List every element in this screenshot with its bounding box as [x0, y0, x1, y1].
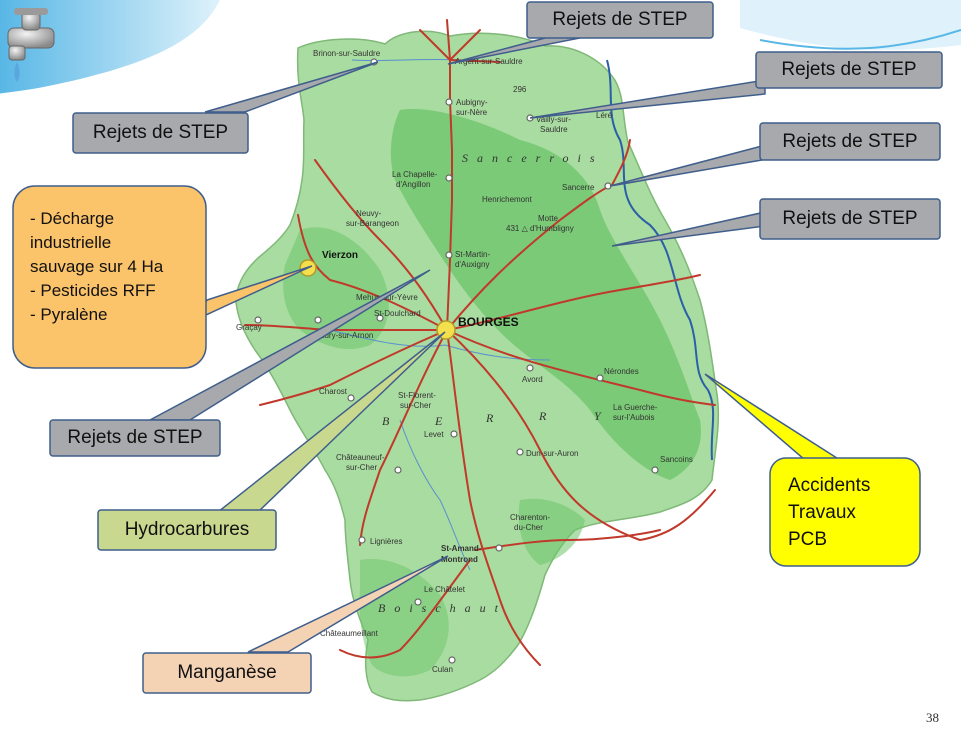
label-st-martin-2: d'Auxigny: [455, 260, 489, 269]
callout-boxes: [12, 1, 943, 694]
region-berry-r2: R: [538, 409, 555, 423]
label-neuvy-2: sur-Barangeon: [346, 219, 399, 228]
label-st-florent: St-Florent-: [398, 391, 436, 400]
vierzon-note-line: - Pesticides RFF: [30, 281, 156, 300]
label-gracay: Graçay: [236, 323, 262, 332]
callout-vierzon-notes: - Décharge industrielle sauvage sur 4 Ha…: [30, 207, 163, 327]
callout-step-right-2: Rejets de STEP: [782, 130, 918, 152]
vierzon-note-line: - Décharge: [30, 209, 115, 228]
town-markers: [254, 58, 659, 664]
label-culan: Culan: [432, 665, 453, 674]
region-berry-b: B: [382, 414, 398, 428]
accidents-line: Travaux: [788, 502, 856, 523]
label-sancoins: Sancoins: [660, 455, 693, 464]
label-aubigny-2: sur-Nère: [456, 108, 488, 117]
label-chateauneuf-2: sur-Cher: [346, 463, 377, 472]
accidents-line: PCB: [788, 529, 828, 550]
label-chapelle: La Chapelle-: [392, 170, 438, 179]
label-guerche: La Guerche-: [613, 403, 658, 412]
vierzon-note-line: industrielle: [30, 233, 112, 252]
region-boischaut: Boischaut: [378, 601, 507, 615]
label-avord: Avord: [522, 375, 543, 384]
label-chateaumeillant: Châteaumeillant: [320, 629, 379, 638]
label-charenton: Charenton-: [510, 513, 550, 522]
label-aubigny: Aubigny-: [456, 98, 488, 107]
roads: [244, 19, 716, 666]
region-berry-e: E: [434, 414, 451, 428]
callout-step-right-3: Rejets de STEP: [782, 208, 918, 229]
label-chateauneuf: Châteauneuf-: [336, 453, 385, 462]
label-vailly-2: Sauldre: [540, 125, 568, 134]
vierzon-note-line: - Pyralène: [30, 305, 108, 324]
label-chapelle-2: d'Angillon: [396, 180, 430, 189]
faucet-icon: [7, 8, 55, 82]
label-argent: Argent-sur-Sauldre: [455, 57, 523, 66]
label-st-amand: St-Amand-: [441, 544, 482, 553]
callout-hydrocarbures: Hydrocarbures: [124, 519, 250, 540]
callout-step-left-upper: Rejets de STEP: [92, 122, 229, 143]
label-vailly: Vailly-sur-: [536, 115, 571, 124]
region-sancerrois: Sancerrois: [462, 151, 604, 165]
callout-accidents: Accidents Travaux PCB: [788, 472, 870, 553]
label-neuvy: Neuvy-: [356, 209, 382, 218]
label-lury: Lury-sur-Arnon: [320, 331, 373, 340]
accidents-line: Accidents: [788, 475, 871, 496]
region-labels: Sancerrois B E R R Y Boischaut: [378, 151, 610, 615]
label-lignieres: Lignières: [370, 537, 402, 546]
label-st-martin: St-Martin-: [455, 250, 490, 259]
header-decoration: [0, 0, 961, 97]
label-guerche-2: sur-l'Aubois: [613, 413, 655, 422]
label-levet: Levet: [424, 430, 444, 439]
label-henrichemont: Henrichemont: [482, 195, 533, 204]
label-st-florent-2: sur-Cher: [400, 401, 431, 410]
label-st-doulchard: St-Doulchard: [374, 309, 421, 318]
callout-manganese: Manganèse: [177, 662, 277, 683]
callout-pointers: [149, 33, 843, 653]
label-lere: Léré: [596, 111, 613, 120]
label-sancerre: Sancerre: [562, 183, 595, 192]
label-motte: Motte: [538, 214, 559, 223]
label-chatelet: Le Châtelet: [424, 585, 466, 594]
label-st-amand-2: Montrond: [441, 555, 478, 564]
label-bourges: BOURGES: [458, 315, 519, 329]
label-dun: Dun-sur-Auron: [526, 449, 578, 458]
label-charenton-2: du-Cher: [514, 523, 543, 532]
label-vierzon: Vierzon: [322, 250, 358, 261]
label-peak-296: 296: [513, 85, 527, 94]
label-humbligny: 431 △ d'Humbligny: [506, 224, 574, 233]
rivers: [329, 58, 715, 571]
label-brinon: Brinon-sur-Sauldre: [313, 49, 381, 58]
callout-step-left-lower: Rejets de STEP: [67, 427, 203, 448]
vierzon-note-line: sauvage sur 4 Ha: [30, 257, 164, 276]
label-nerondes: Nérondes: [604, 367, 639, 376]
region-berry-r1: R: [485, 411, 502, 425]
page-number: 38: [926, 710, 939, 725]
callout-step-top: Rejets de STEP: [552, 9, 688, 30]
callout-step-right-1: Rejets de STEP: [781, 59, 917, 80]
label-charost: Charost: [319, 387, 348, 396]
region-berry-y: Y: [594, 409, 610, 423]
